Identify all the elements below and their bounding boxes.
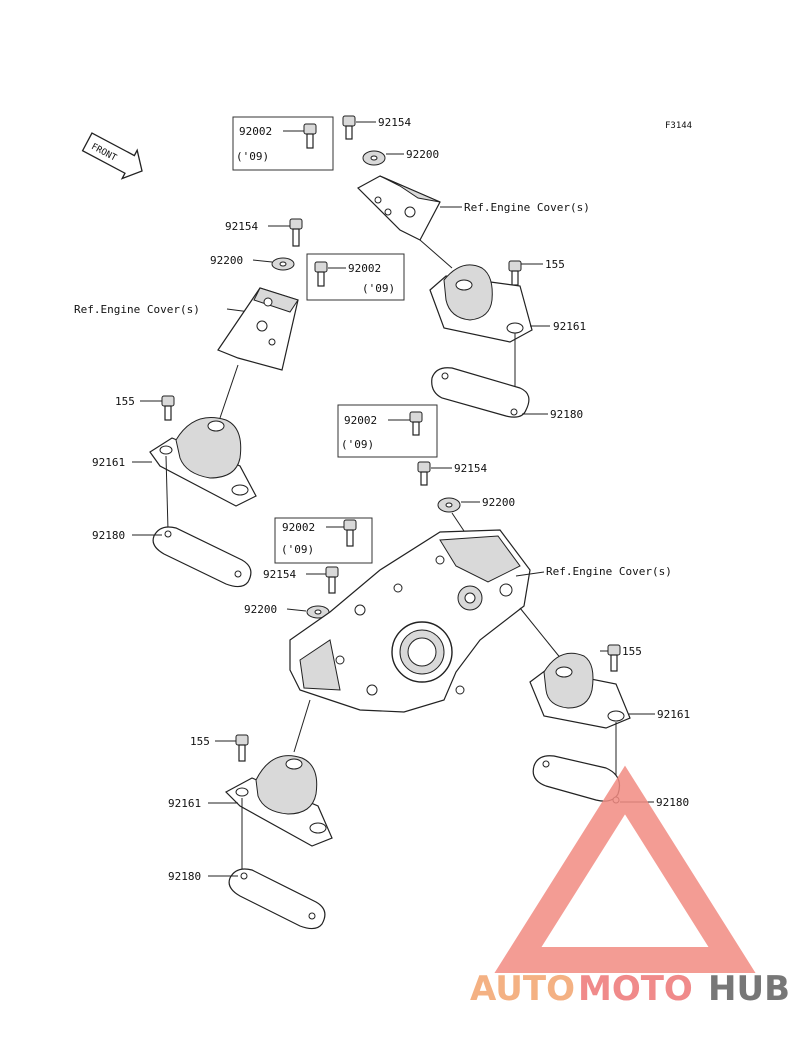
- label-d-92180: 92180: [656, 796, 689, 809]
- label-d-92154: 92154: [263, 568, 296, 581]
- label-b-92161: 92161: [92, 456, 125, 469]
- label-c-92002: 92002: [344, 414, 377, 427]
- label-e-92180: 92180: [168, 870, 201, 883]
- bolt-icon: [314, 261, 328, 287]
- mount-plate: [431, 367, 530, 418]
- engine-mount: [149, 417, 257, 507]
- mount-plate: [228, 868, 326, 930]
- label-a-92002: 92002: [239, 125, 272, 138]
- bolt-icon: [325, 566, 339, 594]
- label-b-92180: 92180: [92, 529, 125, 542]
- label-b-92002: 92002: [348, 262, 381, 275]
- label-d-92200: 92200: [244, 603, 277, 616]
- bolt-icon: [343, 519, 357, 547]
- label-e-92161: 92161: [168, 797, 201, 810]
- washer-icon: [362, 150, 386, 166]
- watermark-part3: HUB: [708, 969, 790, 1009]
- watermark-part1: AUTO: [470, 969, 575, 1009]
- bolt-icon: [342, 115, 356, 140]
- label-d-155: 155: [622, 645, 642, 658]
- label-c-92200: 92200: [482, 496, 515, 509]
- watermark-part2: MOTO: [578, 969, 693, 1009]
- bolt-icon: [303, 123, 317, 149]
- label-a-92161: 92161: [553, 320, 586, 333]
- label-e-155: 155: [190, 735, 210, 748]
- bolt-icon: [508, 260, 522, 286]
- label-b-155: 155: [115, 395, 135, 408]
- label-b-92200: 92200: [210, 254, 243, 267]
- variant-box-c: [337, 404, 438, 458]
- label-a-year: ('09): [236, 150, 269, 163]
- watermark-logo: [494, 765, 756, 973]
- variant-box-a: [232, 116, 334, 171]
- label-d-year: ('09): [281, 543, 314, 556]
- label-a-ref: Ref.Engine Cover(s): [464, 201, 590, 214]
- mount-bracket: [357, 175, 441, 241]
- label-a-92200: 92200: [406, 148, 439, 161]
- mount-plate: [152, 526, 252, 588]
- washer-icon: [271, 257, 295, 271]
- bolt-icon: [607, 644, 621, 672]
- engine-mount: [225, 755, 333, 847]
- label-d-92002: 92002: [282, 521, 315, 534]
- label-a-92180: 92180: [550, 408, 583, 421]
- label-d-92161: 92161: [657, 708, 690, 721]
- label-c-92154: 92154: [454, 462, 487, 475]
- bolt-icon: [161, 395, 175, 421]
- variant-box-d: [274, 517, 373, 564]
- label-a-92154: 92154: [378, 116, 411, 129]
- engine-cover: [289, 529, 531, 713]
- washer-icon: [437, 497, 461, 513]
- figure-code: F3144: [665, 121, 692, 131]
- bolt-icon: [409, 411, 423, 436]
- front-arrow-icon: FRONT: [81, 132, 143, 180]
- bolt-icon: [289, 218, 303, 247]
- label-d-ref: Ref.Engine Cover(s): [546, 565, 672, 578]
- bolt-icon: [417, 461, 431, 486]
- bolt-icon: [235, 734, 249, 762]
- label-b-ref: Ref.Engine Cover(s): [74, 303, 200, 316]
- label-b-92154: 92154: [225, 220, 258, 233]
- variant-box-b: [306, 253, 405, 301]
- mount-bracket: [217, 287, 299, 371]
- engine-mount: [429, 264, 533, 343]
- label-a-155: 155: [545, 258, 565, 271]
- label-b-year: ('09): [362, 282, 395, 295]
- engine-mount: [529, 652, 631, 729]
- label-c-year: ('09): [341, 438, 374, 451]
